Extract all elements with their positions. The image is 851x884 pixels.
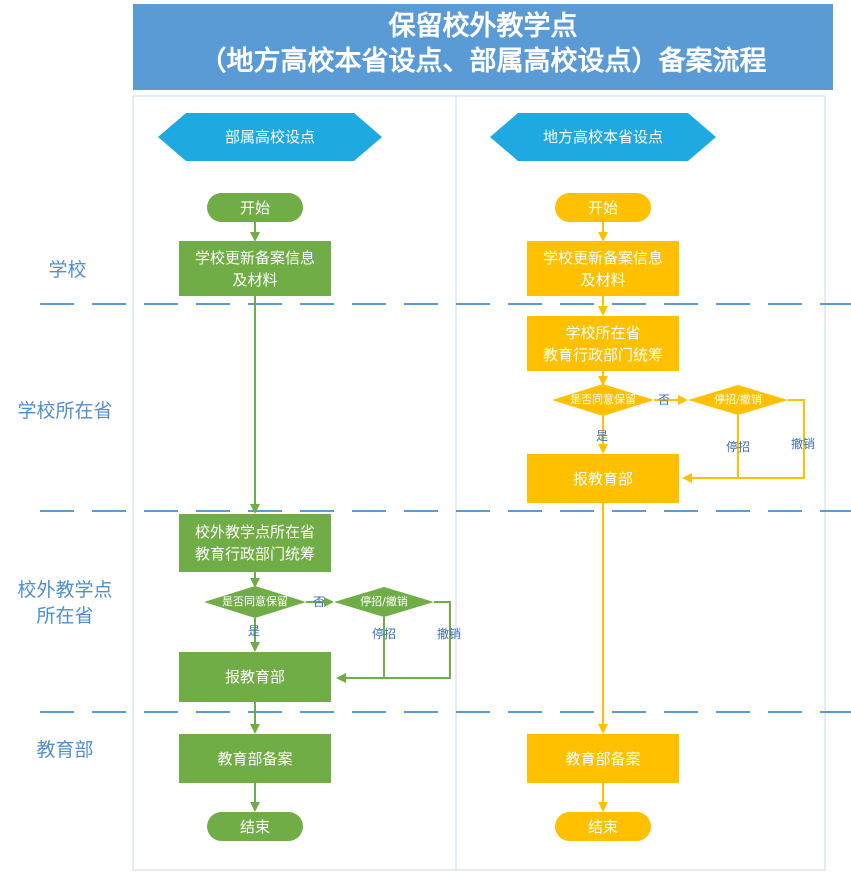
right-update-node: 学校更新备案信息 及材料 <box>527 241 679 296</box>
left-no-label: 否 <box>313 595 326 609</box>
left-arrow-revoke <box>384 601 451 679</box>
left-update-node: 学校更新备案信息 及材料 <box>179 241 331 296</box>
left-record-node: 教育部备案 <box>179 734 331 783</box>
title-line-1: 保留校外教学点 <box>388 11 578 42</box>
right-yes-label: 是 <box>596 429 609 443</box>
lane-label-ministry: 教育部 <box>36 739 94 761</box>
diagram-title: 保留校外教学点 （地方高校本省设点、部属高校设点）备案流程 <box>133 4 833 90</box>
right-stop-label: 停招 <box>726 440 751 454</box>
left-revoke-label: 撤销 <box>437 627 462 641</box>
lane-label-site-province: 校外教学点 所在省 <box>17 579 113 627</box>
right-start-node: 开始 <box>555 193 651 222</box>
right-report-node: 报教育部 <box>527 454 679 503</box>
right-decision-label: 是否同意保留 <box>570 393 636 406</box>
left-yes-label: 是 <box>248 624 261 638</box>
left-stop-label: 停招 <box>372 627 397 641</box>
left-header-label: 部属高校设点 <box>224 128 315 146</box>
left-coordinate-node: 校外教学点所在省 教育行政部门统筹 <box>179 514 331 572</box>
right-no-label: 否 <box>658 393 671 407</box>
right-decision-diamond <box>552 384 654 416</box>
left-stop-decision-label: 停招/撤销 <box>360 595 408 608</box>
left-decision-diamond <box>204 586 306 618</box>
right-coordinate-node: 学校所在省 教育行政部门统筹 <box>527 316 679 371</box>
lane-label-province: 学校所在省 <box>17 400 113 422</box>
lane-label-school: 学校 <box>48 259 87 281</box>
right-stop-decision-diamond <box>688 385 788 415</box>
right-header-hexagon <box>490 113 716 161</box>
title-line-2: （地方高校本省设点、部属高校设点）备案流程 <box>199 46 767 77</box>
left-decision-label: 是否同意保留 <box>222 595 288 608</box>
left-stop-decision-diamond <box>334 587 434 617</box>
frame-border <box>132 95 826 871</box>
left-header-hexagon <box>158 113 382 161</box>
left-report-node: 报教育部 <box>179 652 331 702</box>
right-record-node: 教育部备案 <box>527 734 679 783</box>
right-arrow-revoke <box>738 399 805 479</box>
right-revoke-label: 撤销 <box>791 437 816 451</box>
left-start-node: 开始 <box>207 193 303 222</box>
right-end-node: 结束 <box>555 812 651 841</box>
left-end-node: 结束 <box>207 812 303 841</box>
right-stop-decision-label: 停招/撤销 <box>714 393 762 406</box>
right-header-label: 地方高校本省设点 <box>542 128 663 146</box>
